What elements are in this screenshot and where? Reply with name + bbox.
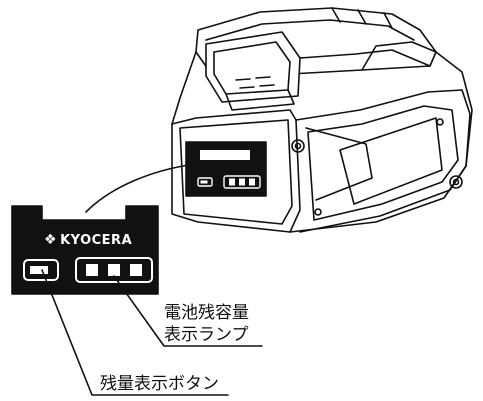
label-remaining-button: 残量表示ボタン [100,374,219,394]
leader-line-panel [85,163,197,213]
leader-line-button [41,269,229,396]
leader-line-lamp [113,275,263,347]
battery-lamp-1 [86,264,98,276]
kyocera-logo: ❖KYOCERA [44,232,148,248]
battery-pack [171,7,473,233]
label-battery-lamp-line1: 電池残容量 [164,303,249,323]
control-panel [11,205,159,295]
battery-lamp-2 [108,264,120,276]
label-battery-lamp-line2: 表示ランプ [164,325,249,345]
kyocera-mark-icon: ❖ [44,232,58,248]
device-indicator-group [197,175,261,189]
brand-text: KYOCERA [60,233,133,248]
battery-lamp-3 [130,264,142,276]
